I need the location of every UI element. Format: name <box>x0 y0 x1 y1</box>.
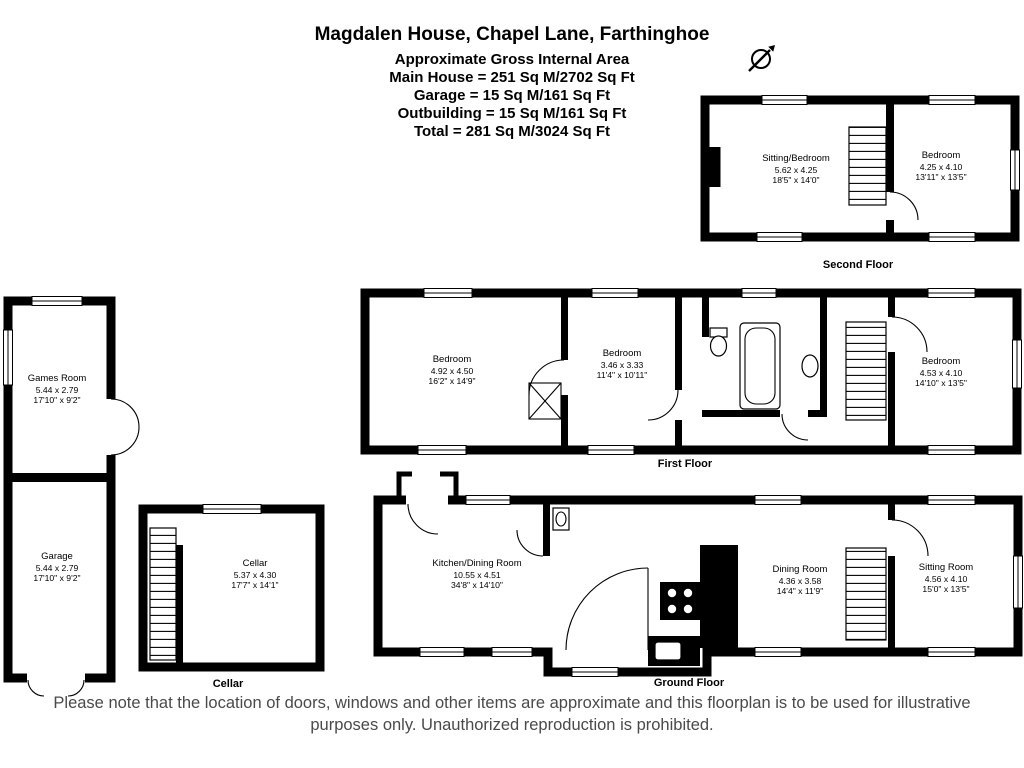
windows <box>419 495 1023 677</box>
title-block: Magdalen House, Chapel Lane, Farthinghoe… <box>0 24 1024 141</box>
room-size-imperial: 16'2" x 14'9" <box>428 376 475 386</box>
stairs-icon <box>845 547 887 641</box>
room-name: Sitting Room <box>919 562 973 573</box>
kitchen-sink-icon <box>648 636 700 666</box>
door-arc <box>528 359 565 396</box>
windows <box>3 296 83 386</box>
room-size-metric: 4.36 x 3.58 <box>779 576 822 586</box>
room-size-imperial: 11'4" x 10'11" <box>597 370 648 380</box>
room-size-metric: 5.37 x 4.30 <box>234 570 277 580</box>
hob-icon <box>660 582 700 620</box>
area-summary-line: Approximate Gross Internal Area <box>394 51 630 68</box>
room-name: Bedroom <box>922 356 961 367</box>
disclaimer: Please note that the location of doors, … <box>0 692 1024 736</box>
door-arc <box>781 413 809 441</box>
compass-icon <box>748 45 775 72</box>
stairs-icon <box>848 126 887 206</box>
area-summary-line: Outbuilding = 15 Sq M/161 Sq Ft <box>397 105 627 122</box>
floor-label-ground: Ground Floor <box>654 677 725 689</box>
room-size-imperial: 13'11" x 13'5" <box>915 172 966 182</box>
door-arc <box>516 529 544 557</box>
sink-icon <box>801 354 819 378</box>
room-name: Bedroom <box>433 354 472 365</box>
floor-label-first: First Floor <box>658 458 713 470</box>
room-size-imperial: 17'7" x 14'1" <box>231 580 278 590</box>
floor-label-second: Second Floor <box>823 259 894 271</box>
door-arc <box>110 398 140 428</box>
door-arc <box>407 503 439 535</box>
bathtub-icon <box>739 322 781 410</box>
first-floor-plan: Bedroom 4.92 x 4.50 16'2" x 14'9" Bedroo… <box>360 288 1022 470</box>
room-name: Cellar <box>243 558 268 569</box>
room-size-metric: 3.46 x 3.33 <box>601 360 644 370</box>
door-arc <box>110 426 140 456</box>
room-label-dining: Dining Room 4.36 x 3.58 14'4" x 11'9" <box>773 564 828 596</box>
room-size-metric: 5.44 x 2.79 <box>36 563 79 573</box>
room-size-metric: 4.56 x 4.10 <box>925 574 968 584</box>
room-label-bedroom-middle: Bedroom 3.46 x 3.33 11'4" x 10'11" <box>597 348 648 380</box>
stairs-icon <box>845 321 887 421</box>
room-name: Games Room <box>28 373 87 384</box>
room-size-imperial: 18'5" x 14'0" <box>772 175 819 185</box>
garage-door-arc <box>27 679 45 697</box>
cupboard-icon <box>528 382 562 420</box>
room-label-garage: Garage 5.44 x 2.79 17'10" x 9'2" <box>33 551 80 583</box>
door-arc <box>891 519 929 557</box>
area-summary-line: Garage = 15 Sq M/161 Sq Ft <box>413 87 611 104</box>
door-arc <box>647 389 679 421</box>
second-floor-plan: Sitting/Bedroom 5.62 x 4.25 18'5" x 14'0… <box>700 95 1020 271</box>
room-size-imperial: 17'10" x 9'2" <box>33 395 80 405</box>
windows <box>202 504 262 514</box>
curved-wall <box>565 567 649 651</box>
area-summary-line: Main House = 251 Sq M/2702 Sq Ft <box>389 69 635 86</box>
disclaimer-text: Please note that the location of doors, … <box>53 694 971 734</box>
room-size-metric: 4.53 x 4.10 <box>920 368 963 378</box>
room-label-bedroom-right: Bedroom 4.53 x 4.10 14'10" x 13'5" <box>915 356 967 388</box>
door-arc <box>891 316 928 353</box>
room-size-imperial: 14'10" x 13'5" <box>915 378 967 388</box>
room-label-sitting: Sitting Room 4.56 x 4.10 15'0" x 13'5" <box>919 562 973 594</box>
room-size-imperial: 17'10" x 9'2" <box>33 573 80 583</box>
room-label-kitchen-dining: Kitchen/Dining Room 10.55 x 4.51 34'8" x… <box>432 558 521 590</box>
room-label-second-floor-bedroom: Bedroom 4.25 x 4.10 13'11" x 13'5" <box>915 150 966 182</box>
room-name: Dining Room <box>773 564 828 575</box>
room-size-metric: 5.62 x 4.25 <box>775 165 818 175</box>
windows <box>417 288 1022 455</box>
stairs-icon <box>149 527 177 661</box>
outbuilding-plan: Games Room 5.44 x 2.79 17'10" x 9'2" Gar… <box>3 296 140 697</box>
room-size-imperial: 14'4" x 11'9" <box>777 586 824 596</box>
room-size-metric: 10.55 x 4.51 <box>453 570 501 580</box>
toilet-icon <box>709 327 728 357</box>
door-arc <box>889 191 919 221</box>
room-label-bedroom-left: Bedroom 4.92 x 4.50 16'2" x 14'9" <box>428 354 475 386</box>
area-summary-line: Total = 281 Sq M/3024 Sq Ft <box>413 123 611 140</box>
floor-label-cellar: Cellar <box>213 678 244 690</box>
room-label-sitting-bedroom: Sitting/Bedroom 5.62 x 4.25 18'5" x 14'0… <box>762 153 830 185</box>
ground-floor-plan: Kitchen/Dining Room 10.55 x 4.51 34'8" x… <box>373 471 1023 689</box>
chimney-breast <box>700 545 738 648</box>
room-name: Sitting/Bedroom <box>762 153 830 164</box>
room-label-cellar: Cellar 5.37 x 4.30 17'7" x 14'1" <box>231 558 278 590</box>
room-name: Bedroom <box>603 348 642 359</box>
garage-door-arc <box>67 679 85 697</box>
windows <box>756 95 1020 242</box>
room-size-imperial: 15'0" x 13'5" <box>922 584 969 594</box>
room-name: Kitchen/Dining Room <box>432 558 521 569</box>
room-size-imperial: 34'8" x 14'10" <box>451 580 503 590</box>
sink-icon <box>552 507 570 531</box>
room-size-metric: 5.44 x 2.79 <box>36 385 79 395</box>
room-size-metric: 4.25 x 4.10 <box>920 162 963 172</box>
page-title: Magdalen House, Chapel Lane, Farthinghoe <box>314 24 710 45</box>
room-label-games-room: Games Room 5.44 x 2.79 17'10" x 9'2" <box>28 373 87 405</box>
chimney-breast <box>709 147 721 187</box>
room-name: Garage <box>41 551 73 562</box>
room-size-metric: 4.92 x 4.50 <box>431 366 474 376</box>
room-name: Bedroom <box>922 150 961 161</box>
cellar-plan: Cellar 5.37 x 4.30 17'7" x 14'1" Cellar <box>138 504 325 690</box>
